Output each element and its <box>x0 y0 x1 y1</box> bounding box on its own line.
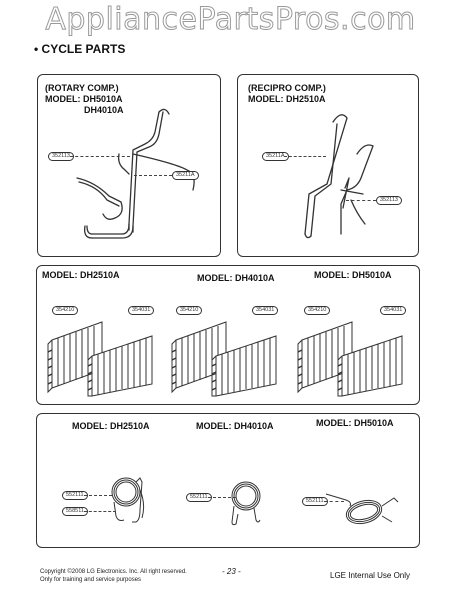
recipro-leader-b <box>346 200 376 201</box>
footer-copyright-block: Copyright ©2008 LG Electronics. Inc. All… <box>40 568 187 584</box>
recipro-tag-b: 352113 <box>376 196 402 205</box>
caps-model-1: MODEL: DH2510A <box>72 421 150 431</box>
capillary-dh2510a <box>111 477 145 523</box>
rotary-tube-drawing <box>76 108 195 239</box>
capillary-dh5010a <box>325 493 399 525</box>
footer-copyright: Copyright ©2008 LG Electronics. Inc. All… <box>40 569 187 575</box>
recipro-model: MODEL: DH2510A <box>248 94 326 104</box>
caps-leader-extra <box>84 511 116 512</box>
coils-panel <box>36 265 420 405</box>
caps-model-3: MODEL: DH5010A <box>316 418 394 428</box>
coil-pair-dh5010a <box>297 321 403 397</box>
caps-leader-1 <box>84 495 112 496</box>
rotary-heading: (ROTARY COMP.) <box>45 83 119 93</box>
coil-pair-dh2510a <box>47 321 153 397</box>
coils-tag-left-3: 354210 <box>304 306 331 315</box>
recipro-heading: (RECIPRO COMP.) <box>248 83 326 93</box>
watermark: AppliancePartsPros.com <box>45 2 416 38</box>
rotary-tag-b: 35211A <box>172 171 199 180</box>
caps-leader-2 <box>208 497 236 498</box>
coils-tag-right-2: 354031 <box>252 306 279 315</box>
rotary-model-2: DH4010A <box>84 105 124 115</box>
caps-leader-3 <box>324 501 344 502</box>
caps-model-2: MODEL: DH4010A <box>196 421 274 431</box>
capillary-panel <box>36 413 420 548</box>
coils-model-1: MODEL: DH2510A <box>42 270 120 280</box>
coils-tag-right-1: 354031 <box>128 306 155 315</box>
rotary-panel <box>37 74 221 257</box>
capillary-dh4010a <box>231 481 261 526</box>
recipro-panel <box>237 74 419 257</box>
page-number: - 23 - <box>222 567 241 576</box>
rotary-leader-a <box>70 156 130 157</box>
coils-tag-left-1: 354210 <box>52 306 79 315</box>
footer-training: Only for training and service purposes <box>40 577 142 583</box>
recipro-leader-a <box>284 156 326 157</box>
coils-model-2: MODEL: DH4010A <box>197 273 275 283</box>
rotary-leader-b <box>134 175 172 176</box>
coils-tag-left-2: 354210 <box>176 306 203 315</box>
coils-tag-right-3: 354031 <box>380 306 407 315</box>
coils-model-3: MODEL: DH5010A <box>314 270 392 280</box>
rotary-model: MODEL: DH5010A <box>45 94 123 104</box>
coil-pair-dh4010a <box>171 321 277 397</box>
recipro-tube-drawing <box>304 114 374 239</box>
footer-internal: LGE Internal Use Only <box>330 571 411 580</box>
section-title: • CYCLE PARTS <box>34 42 126 56</box>
